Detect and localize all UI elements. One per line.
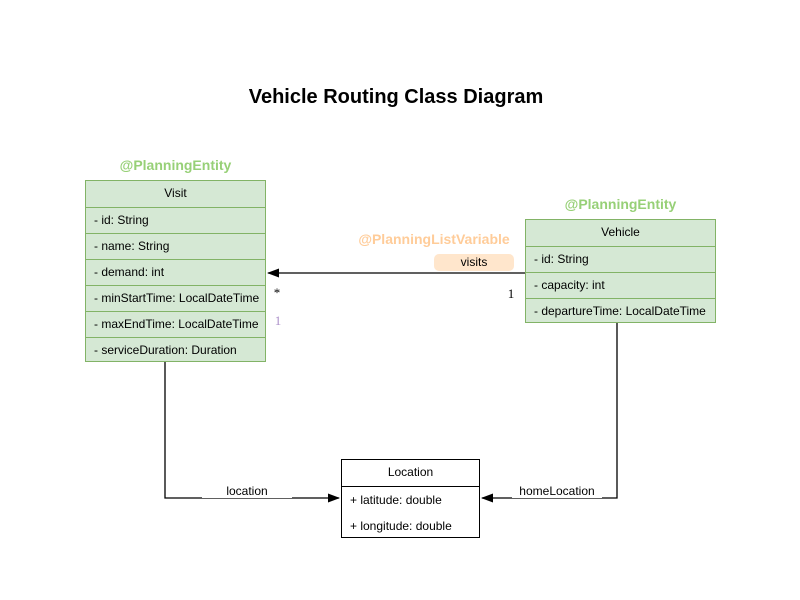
visits-multiplicity-star: * — [273, 285, 281, 300]
vehicle-attribute-capacity: - capacity: int — [526, 272, 715, 298]
vehicle-attribute-departure-time: - departureTime: LocalDateTime — [526, 298, 715, 324]
vehicle-attribute-id: - id: String — [526, 246, 715, 272]
visit-attribute-demand: - demand: int — [86, 259, 265, 285]
diagram-title: Vehicle Routing Class Diagram — [248, 86, 544, 108]
visit-attribute-service-duration: - serviceDuration: Duration — [86, 337, 265, 363]
home-location-association-line — [481, 323, 618, 503]
class-visit: Visit - id: String - name: String - dema… — [85, 180, 266, 362]
home-location-association-label: homeLocation — [512, 484, 602, 498]
visit-attribute-min-start-time: - minStartTime: LocalDateTime — [86, 285, 265, 311]
class-vehicle-name: Vehicle — [601, 225, 640, 239]
class-visit-name: Visit — [164, 186, 187, 200]
visit-attribute-name: - name: String — [86, 233, 265, 259]
class-location-body: + latitude: double + longitude: double — [342, 486, 479, 539]
visit-planning-entity-annotation: @PlanningEntity — [119, 157, 232, 173]
visit-attribute-max-end-time: - maxEndTime: LocalDateTime — [86, 311, 265, 337]
location-association-label: location — [202, 484, 292, 498]
visit-attribute-id: - id: String — [86, 207, 265, 233]
visits-association-label: visits — [434, 254, 514, 271]
visits-secondary-multiplicity: 1 — [274, 313, 282, 328]
location-association-line — [164, 362, 340, 503]
class-location: Location + latitude: double + longitude:… — [341, 459, 480, 538]
location-attribute-longitude: + longitude: double — [350, 519, 452, 533]
class-location-name: Location — [387, 465, 434, 479]
visits-multiplicity-one: 1 — [507, 286, 515, 301]
location-attribute-latitude: + latitude: double — [350, 493, 442, 507]
planning-list-variable-annotation: @PlanningListVariable — [358, 231, 510, 247]
class-vehicle: Vehicle - id: String - capacity: int - d… — [525, 219, 716, 323]
vehicle-planning-entity-annotation: @PlanningEntity — [564, 196, 677, 212]
